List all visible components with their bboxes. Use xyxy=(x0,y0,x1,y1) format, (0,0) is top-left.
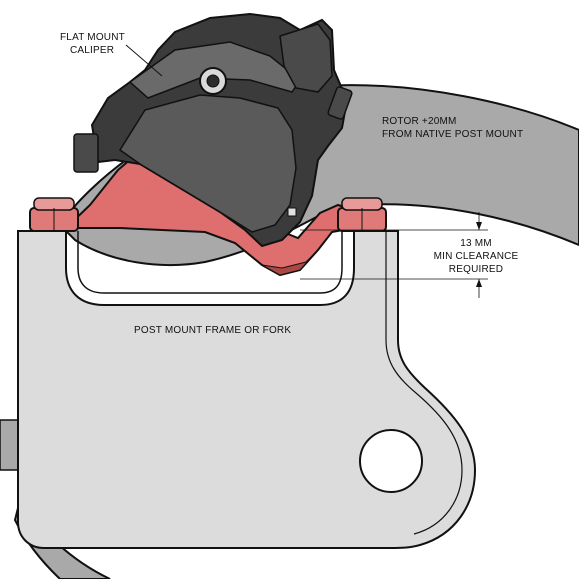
caliper-bleed-nipple xyxy=(327,86,353,120)
caliper-side-block xyxy=(73,133,99,173)
caliper-face xyxy=(118,94,297,233)
caliper-bolt-socket xyxy=(206,74,220,88)
clearance-dimension xyxy=(300,212,488,298)
caliper-leader-line xyxy=(125,44,163,77)
right-bolt xyxy=(337,197,387,232)
caliper-label-line1: FLAT MOUNT xyxy=(60,32,125,43)
adapter-shadow xyxy=(261,249,319,276)
left-bolt xyxy=(29,197,79,232)
rotor-label-line1: ROTOR +20MM xyxy=(382,116,457,127)
clearance-label-line2: MIN CLEARANCE xyxy=(434,251,519,262)
frame-inner-edge xyxy=(385,231,463,535)
clearance-label-line1: 13 MM xyxy=(460,238,492,249)
caliper-piston-housing xyxy=(279,23,333,93)
caliper xyxy=(73,12,353,248)
caliper-label-line2: CALIPER xyxy=(70,45,114,56)
frame-label: POST MOUNT FRAME OR FORK xyxy=(134,325,291,336)
rotor-label-line2: FROM NATIVE POST MOUNT xyxy=(382,129,523,140)
frame-inner-slot xyxy=(77,231,343,294)
rotor-left-edge xyxy=(0,419,19,471)
frame-mounting-hole xyxy=(359,429,423,493)
clearance-label-line3: REQUIRED xyxy=(449,264,503,275)
caliper-small-window xyxy=(287,207,297,217)
post-mount-frame xyxy=(17,230,477,549)
